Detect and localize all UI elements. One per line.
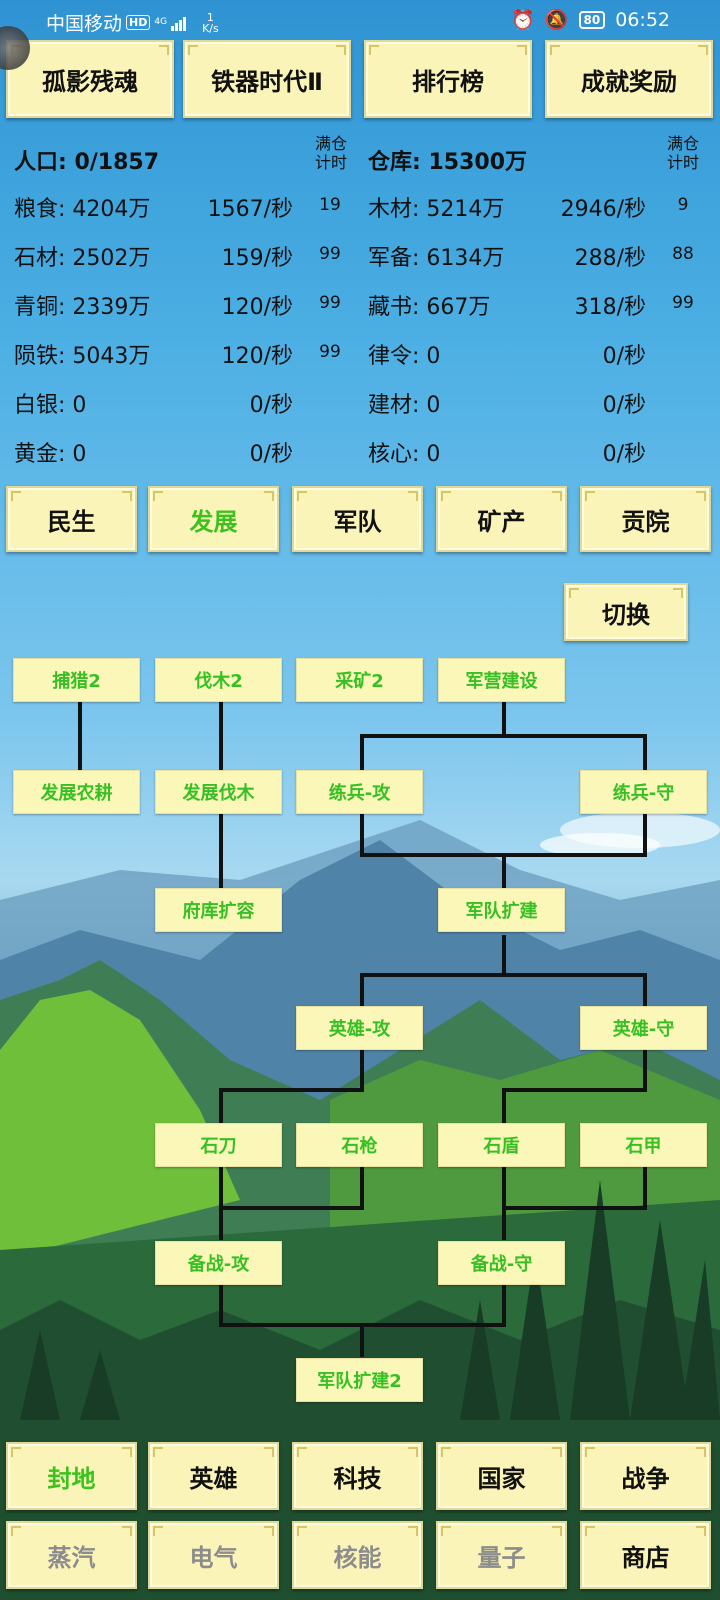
tech-node-storage[interactable]: 府库扩容: [155, 888, 282, 932]
resource-label: 核心: 0: [368, 442, 441, 467]
mute-bell-icon: 🔕: [544, 9, 569, 31]
tech-node-train-attack[interactable]: 练兵-攻: [296, 770, 423, 814]
switch-button[interactable]: 切换: [564, 583, 688, 641]
top-button-ranking[interactable]: 排行榜: [364, 40, 532, 118]
resource-rate: 318/秒: [574, 295, 646, 320]
tech-node-train-defense[interactable]: 练兵-守: [580, 770, 707, 814]
resource-label: 粮食: 4204万: [14, 197, 151, 222]
network-speed: 1 K/s: [202, 10, 219, 35]
resource-rate: 0/秒: [249, 393, 293, 418]
resource-rate: 120/秒: [221, 344, 293, 369]
tab-academy[interactable]: 贡院: [580, 486, 711, 552]
tech-node-hero-defense[interactable]: 英雄-守: [580, 1006, 707, 1050]
resource-label: 石材: 2502万: [14, 246, 151, 271]
resource-full-time: 99: [672, 293, 694, 313]
nav-nuclear[interactable]: 核能: [292, 1521, 423, 1589]
resource-full-time: 9: [677, 195, 689, 215]
tech-node-barracks[interactable]: 军营建设: [438, 658, 565, 702]
tech-node-hunt2[interactable]: 捕猎2: [13, 658, 140, 702]
full-timer-header-right: 满仓计时: [666, 134, 699, 172]
nav-steam[interactable]: 蒸汽: [6, 1521, 137, 1589]
nav-technology[interactable]: 科技: [292, 1442, 423, 1510]
tab-development[interactable]: 发展: [148, 486, 279, 552]
resource-full-time: 88: [672, 244, 694, 264]
resource-rate: 159/秒: [221, 246, 293, 271]
tab-livelihood[interactable]: 民生: [6, 486, 137, 552]
nav-shop[interactable]: 商店: [580, 1521, 711, 1589]
tech-node-farming[interactable]: 发展农耕: [13, 770, 140, 814]
resource-label: 黄金: 0: [14, 442, 87, 467]
clock: 06:52: [615, 8, 670, 31]
tech-node-stone-spear[interactable]: 石枪: [296, 1123, 423, 1167]
resource-label: 木材: 5214万: [368, 197, 505, 222]
status-bar: 中国移动 HD 4G 1 K/s ⏰ 🔕 80 06:52: [0, 0, 720, 40]
hd-icon: HD: [126, 15, 151, 30]
tab-army[interactable]: 军队: [292, 486, 423, 552]
tech-node-prep-attack[interactable]: 备战-攻: [155, 1241, 282, 1285]
resource-label: 藏书: 667万: [368, 295, 491, 320]
network-label: 4G: [154, 17, 168, 27]
nav-electric[interactable]: 电气: [148, 1521, 279, 1589]
resource-label: 陨铁: 5043万: [14, 344, 151, 369]
top-button-profile[interactable]: 孤影残魂: [6, 40, 174, 118]
nav-war[interactable]: 战争: [580, 1442, 711, 1510]
tech-node-army-expand[interactable]: 军队扩建: [438, 888, 565, 932]
resource-rate: 0/秒: [602, 344, 646, 369]
resource-full-time: 19: [319, 195, 341, 215]
resource-rate: 0/秒: [602, 442, 646, 467]
resource-rate: 0/秒: [602, 393, 646, 418]
resource-rate: 0/秒: [249, 442, 293, 467]
tech-node-army-expand2[interactable]: 军队扩建2: [296, 1358, 423, 1402]
alarm-icon: ⏰: [511, 9, 535, 31]
nav-quantum[interactable]: 量子: [436, 1521, 567, 1589]
tech-node-forestry[interactable]: 发展伐木: [155, 770, 282, 814]
tab-minerals[interactable]: 矿产: [436, 486, 567, 552]
tech-node-stone-armor[interactable]: 石甲: [580, 1123, 707, 1167]
resource-label: 青铜: 2339万: [14, 295, 151, 320]
top-button-era[interactable]: 铁器时代Ⅱ: [183, 40, 351, 118]
full-timer-header: 满仓计时: [314, 134, 347, 172]
resource-full-time: 99: [319, 342, 341, 362]
signal-icon: [171, 15, 187, 31]
tech-node-stone-shield[interactable]: 石盾: [438, 1123, 565, 1167]
resource-full-time: 99: [319, 293, 341, 313]
tech-node-stone-blade[interactable]: 石刀: [155, 1123, 282, 1167]
nav-fief[interactable]: 封地: [6, 1442, 137, 1510]
resource-stats: 人口: 0/1857 满仓计时 仓库: 15300万 满仓计时 粮食: 4204…: [0, 130, 720, 475]
tech-node-logging2[interactable]: 伐木2: [155, 658, 282, 702]
resource-label: 白银: 0: [14, 393, 87, 418]
resource-label: 军备: 6134万: [368, 246, 505, 271]
warehouse-label: 仓库: 15300万: [368, 150, 527, 175]
battery-icon: 80: [578, 10, 606, 29]
resource-label: 律令: 0: [368, 344, 441, 369]
resource-rate: 1567/秒: [207, 197, 293, 222]
nav-heroes[interactable]: 英雄: [148, 1442, 279, 1510]
resource-rate: 120/秒: [221, 295, 293, 320]
top-button-achievements[interactable]: 成就奖励: [545, 40, 713, 118]
nav-nation[interactable]: 国家: [436, 1442, 567, 1510]
resource-rate: 2946/秒: [560, 197, 646, 222]
carrier-label: 中国移动: [46, 13, 123, 35]
population-label: 人口: 0/1857: [14, 150, 160, 175]
resource-label: 建材: 0: [368, 393, 441, 418]
tech-node-mining2[interactable]: 采矿2: [296, 658, 423, 702]
resource-full-time: 99: [319, 244, 341, 264]
resource-rate: 288/秒: [574, 246, 646, 271]
tech-node-prep-defense[interactable]: 备战-守: [438, 1241, 565, 1285]
tech-node-hero-attack[interactable]: 英雄-攻: [296, 1006, 423, 1050]
